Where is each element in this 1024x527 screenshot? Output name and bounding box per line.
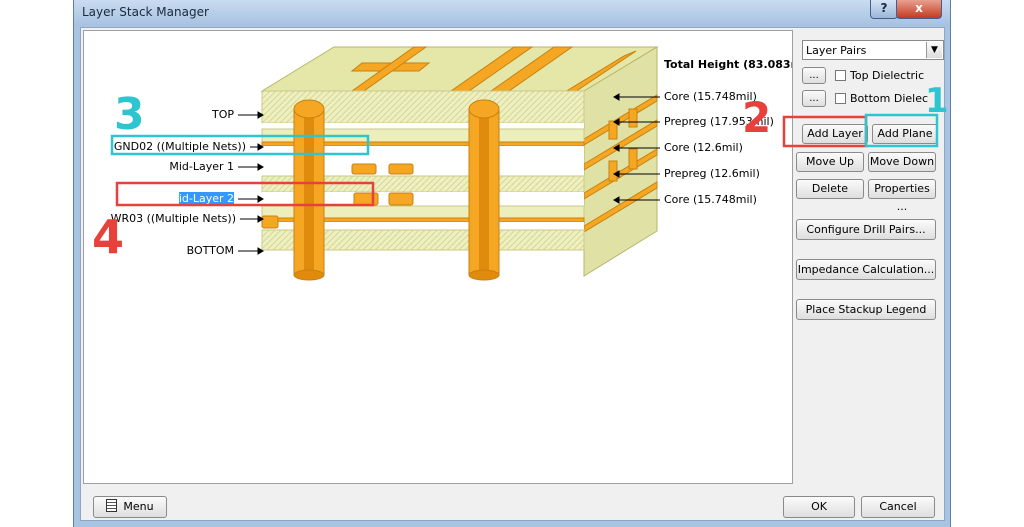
dielectric-label-core-2[interactable]: Core (12.6mil) (664, 141, 743, 154)
properties-button[interactable]: Properties ... (868, 179, 936, 213)
top-dielectric-label: Top Dielectric (850, 69, 925, 82)
layer-label-gnd02[interactable]: GND02 ((Multiple Nets)) (114, 140, 246, 153)
delete-button[interactable]: Delete (796, 179, 864, 199)
dielectric-label-core-3[interactable]: Core (15.748mil) (664, 193, 757, 206)
annotation-number-2: 2 (742, 93, 771, 142)
layer-label-pwr03[interactable]: WR03 ((Multiple Nets)) (111, 212, 236, 225)
ok-button[interactable]: OK (783, 496, 855, 518)
move-down-button[interactable]: Move Down (868, 152, 936, 172)
bottom-dielectric-label: Bottom Dielectric (850, 92, 928, 105)
menu-button[interactable]: Menu (93, 496, 167, 518)
menu-icon (106, 499, 118, 512)
close-button[interactable]: x (896, 0, 942, 19)
place-stackup-legend-button[interactable]: Place Stackup Legend (796, 299, 936, 320)
left-arrows (238, 111, 264, 255)
layer-label-bottom[interactable]: BOTTOM (187, 244, 234, 257)
add-plane-button[interactable]: Add Plane (872, 124, 938, 144)
window-title: Layer Stack Manager (82, 5, 209, 19)
dielectric-label-prepreg-2[interactable]: Prepreg (12.6mil) (664, 167, 760, 180)
layer-pairs-select[interactable]: Layer Pairs ▼ (802, 40, 944, 60)
selected-row-highlight (179, 192, 234, 205)
stackup-diagram: TOP GND02 ((Multiple Nets)) Mid-Layer 1 … (92, 46, 792, 281)
bottom-dielectric-checkbox[interactable] (835, 93, 846, 104)
via-2 (468, 99, 500, 281)
menu-label: Menu (123, 500, 154, 513)
annotation-number-1: 1 (925, 81, 949, 121)
annotation-box-cyan-add-plane (864, 113, 939, 148)
add-layer-button[interactable]: Add Layer (802, 124, 868, 144)
bottom-dielectric-options-button[interactable]: ... (802, 90, 826, 107)
layer-label-top[interactable]: TOP (211, 108, 234, 121)
layer-pairs-value: Layer Pairs (806, 44, 867, 57)
annotation-box-red-add-layer (782, 115, 868, 148)
layer-stack-manager-window: Layer Stack Manager ? x (73, 0, 951, 527)
annotation-number-4: 4 (92, 210, 124, 264)
dielectric-label-prepreg-1[interactable]: Prepreg (17.953mil) (664, 115, 774, 128)
cancel-button[interactable]: Cancel (861, 496, 935, 518)
top-dielectric-options-button[interactable]: ... (802, 67, 826, 84)
chevron-down-icon[interactable]: ▼ (926, 42, 942, 58)
right-arrows (613, 93, 660, 204)
move-up-button[interactable]: Move Up (796, 152, 864, 172)
title-bar[interactable]: Layer Stack Manager ? x (74, 0, 950, 26)
dielectric-label-core-1[interactable]: Core (15.748mil) (664, 90, 757, 103)
total-height-label: Total Height (83.083n (664, 58, 792, 71)
dielectric-core-3 (261, 229, 585, 251)
dialog-client-area: TOP GND02 ((Multiple Nets)) Mid-Layer 1 … (80, 27, 945, 521)
annotation-number-3: 3 (114, 89, 145, 140)
layer-label-mid-layer-2[interactable]: Mid-Layer 2 (169, 192, 234, 205)
annotation-box-red-mid-layer-2 (115, 181, 375, 207)
impedance-calculation-button[interactable]: Impedance Calculation... (796, 259, 936, 280)
configure-drill-pairs-button[interactable]: Configure Drill Pairs... (796, 219, 936, 240)
annotation-box-cyan-gnd02 (110, 134, 370, 156)
layer-label-mid-layer-1[interactable]: Mid-Layer 1 (169, 160, 234, 173)
stackup-diagram-panel: TOP GND02 ((Multiple Nets)) Mid-Layer 1 … (83, 30, 793, 484)
top-dielectric-checkbox[interactable] (835, 70, 846, 81)
